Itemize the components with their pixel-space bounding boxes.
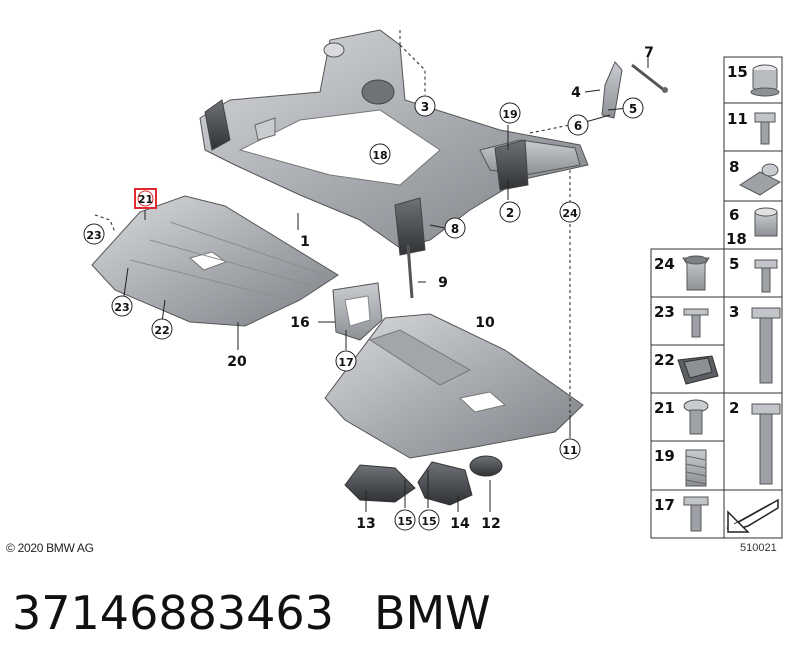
callout-24[interactable]: 24 [559, 201, 581, 223]
grommet-15-icon [750, 64, 780, 97]
bolt-3-icon [751, 307, 781, 384]
bolt-5-icon [754, 259, 778, 293]
svg-text:21: 21 [138, 193, 153, 206]
callout-15-left[interactable]: 15 [394, 509, 416, 531]
callout-6[interactable]: 6 [567, 114, 589, 136]
direction-arrow-icon [726, 498, 779, 533]
cover-12-illustration [469, 455, 503, 477]
brand-name: BMW [373, 586, 491, 640]
svg-text:22: 22 [154, 324, 169, 337]
callout-8[interactable]: 8 [444, 217, 466, 239]
legend-label-6: 6 [729, 206, 739, 224]
label-13[interactable]: 13 [356, 516, 375, 532]
bush-8-icon [738, 163, 782, 196]
callout-17[interactable]: 17 [335, 350, 357, 372]
bolt-11-icon [754, 112, 776, 145]
part-number: 37146883463 [12, 586, 334, 640]
footer-caption: 37146883463 BMW [12, 586, 491, 640]
svg-text:3: 3 [421, 100, 429, 114]
reinforcement-plate-illustration [324, 313, 584, 459]
svg-text:5: 5 [629, 102, 637, 116]
drawing-number: 510021 [740, 542, 777, 554]
legend-label-15: 15 [727, 63, 748, 81]
legend-label-2: 2 [729, 399, 739, 417]
bolt-23-icon [683, 308, 709, 338]
sleeve-6-icon [754, 207, 778, 237]
legend-label-22: 22 [654, 351, 675, 369]
callout-3[interactable]: 3 [414, 95, 436, 117]
svg-text:23: 23 [114, 301, 129, 314]
legend-label-3: 3 [729, 303, 739, 321]
svg-text:24: 24 [562, 207, 578, 220]
svg-text:8: 8 [451, 222, 459, 236]
bolt-9-illustration [406, 244, 414, 299]
callout-19[interactable]: 19 [499, 102, 521, 124]
label-16[interactable]: 16 [290, 315, 309, 331]
callout-group: 3 19 18 2 6 5 24 8 [83, 45, 654, 532]
svg-text:2: 2 [506, 206, 514, 220]
label-7[interactable]: 7 [644, 45, 654, 61]
label-12[interactable]: 12 [481, 516, 500, 532]
svg-text:15: 15 [421, 515, 436, 528]
callout-5[interactable]: 5 [622, 97, 644, 119]
svg-text:23: 23 [86, 229, 101, 242]
legend-label-23: 23 [654, 303, 675, 321]
bolt-17-icon [683, 496, 709, 532]
legend-label-19: 19 [654, 447, 675, 465]
svg-text:19: 19 [502, 108, 517, 121]
label-1[interactable]: 1 [300, 234, 310, 250]
bolt-21-icon [683, 399, 709, 435]
callout-22[interactable]: 22 [151, 318, 173, 340]
svg-text:6: 6 [574, 119, 582, 133]
copyright-text: © 2020 BMW AG [6, 541, 94, 555]
strut-illustration [601, 61, 668, 119]
callout-2[interactable]: 2 [499, 201, 521, 223]
callout-23-upper[interactable]: 23 [83, 223, 105, 245]
legend-label-11: 11 [727, 110, 748, 128]
cover-14-illustration [417, 461, 473, 506]
threaded-insert-19-icon [685, 449, 707, 487]
legend-label-24: 24 [654, 255, 675, 273]
svg-text:17: 17 [338, 356, 353, 369]
legend-label-21: 21 [654, 399, 675, 417]
svg-text:18: 18 [372, 149, 387, 162]
callout-23-lower[interactable]: 23 [111, 295, 133, 317]
bolt-2-icon [751, 403, 781, 485]
legend-label-17: 17 [654, 496, 675, 514]
svg-text:15: 15 [397, 515, 412, 528]
legend-label-18: 18 [726, 230, 747, 248]
callout-18[interactable]: 18 [369, 143, 391, 165]
callout-11[interactable]: 11 [559, 438, 581, 460]
label-9[interactable]: 9 [438, 275, 448, 291]
label-4[interactable]: 4 [571, 85, 581, 101]
legend-label-5: 5 [729, 255, 739, 273]
front-subframe-illustration [199, 29, 589, 256]
callout-15-right[interactable]: 15 [418, 509, 440, 531]
nut-24-icon [682, 255, 710, 291]
label-14[interactable]: 14 [450, 516, 470, 532]
clip-nut-22-icon [677, 355, 719, 385]
label-10[interactable]: 10 [475, 315, 495, 331]
parts-diagram: 3 19 18 2 6 5 24 8 [83, 29, 783, 539]
svg-text:11: 11 [562, 444, 577, 457]
cover-13-illustration [344, 464, 416, 503]
bracket-illustration [332, 282, 383, 341]
callout-21-highlighted[interactable]: 21 [134, 188, 157, 209]
underbody-protection-illustration [91, 195, 339, 327]
legend-label-8: 8 [729, 158, 739, 176]
label-20[interactable]: 20 [227, 354, 247, 370]
legend-panel: 15 11 8 6 18 24 5 23 3 22 21 2 19 17 [650, 56, 783, 539]
